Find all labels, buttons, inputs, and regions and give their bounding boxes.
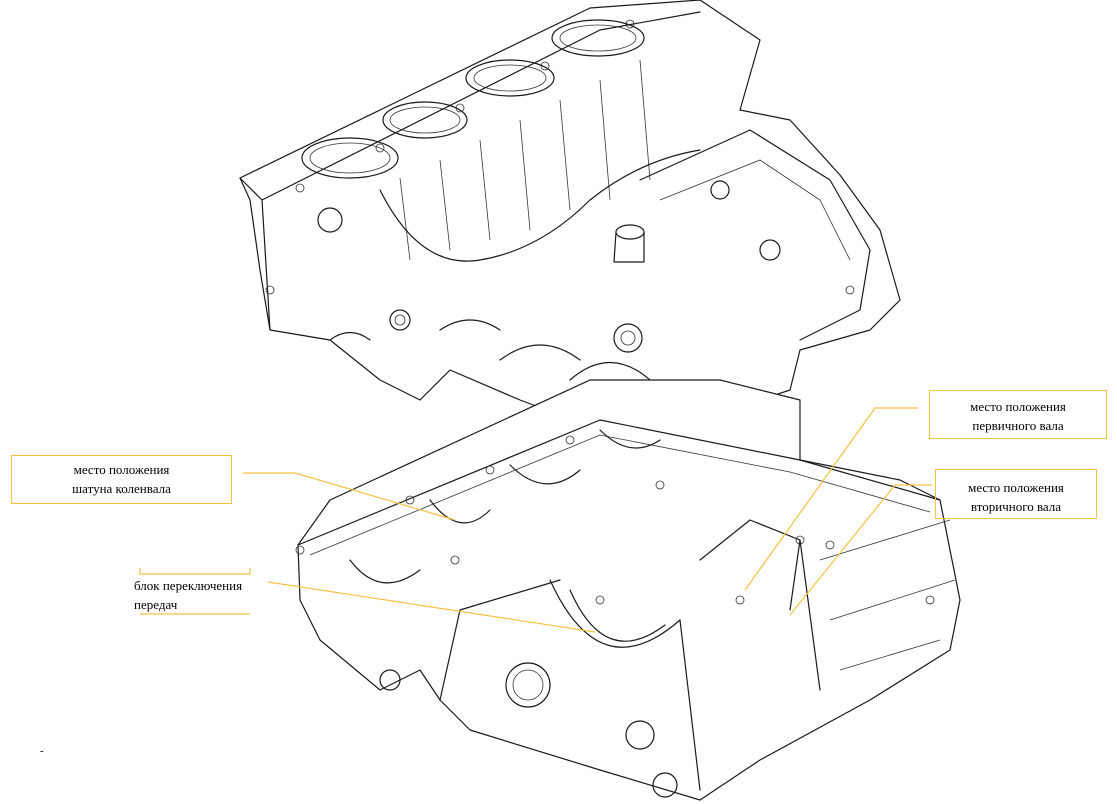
gear-block-bracket	[139, 568, 251, 575]
callout-leaders	[139, 407, 932, 633]
leader-secondary-shaft	[789, 484, 932, 616]
leader-primary-shaft	[744, 407, 918, 591]
label-primary-shaft: место положения первичного вала	[929, 390, 1107, 439]
label-primary-shaft-line1: место положения	[970, 399, 1066, 414]
label-crank-rod: место положения шатуна коленвала	[11, 455, 232, 504]
leader-gear-block	[267, 581, 596, 633]
leader-crank-rod	[243, 472, 456, 521]
upper-cylinder-block	[239, 0, 901, 441]
label-crank-rod-line1: место положения	[73, 462, 170, 477]
footnote-dash: -	[40, 745, 44, 757]
label-gear-block-line2: передач	[134, 597, 178, 612]
label-crank-rod-line2: шатуна коленвала	[72, 481, 171, 496]
label-gear-block: блок переключения передач	[134, 576, 274, 614]
label-secondary-shaft: место положения вторичного вала	[935, 469, 1097, 519]
label-gear-block-line1: блок переключения	[134, 578, 243, 593]
label-secondary-shaft-line2: вторичного вала	[970, 499, 1062, 514]
label-primary-shaft-line2: первичного вала	[972, 418, 1064, 433]
label-secondary-shaft-line1: место положения	[968, 480, 1064, 495]
lower-crankcase	[295, 379, 961, 801]
